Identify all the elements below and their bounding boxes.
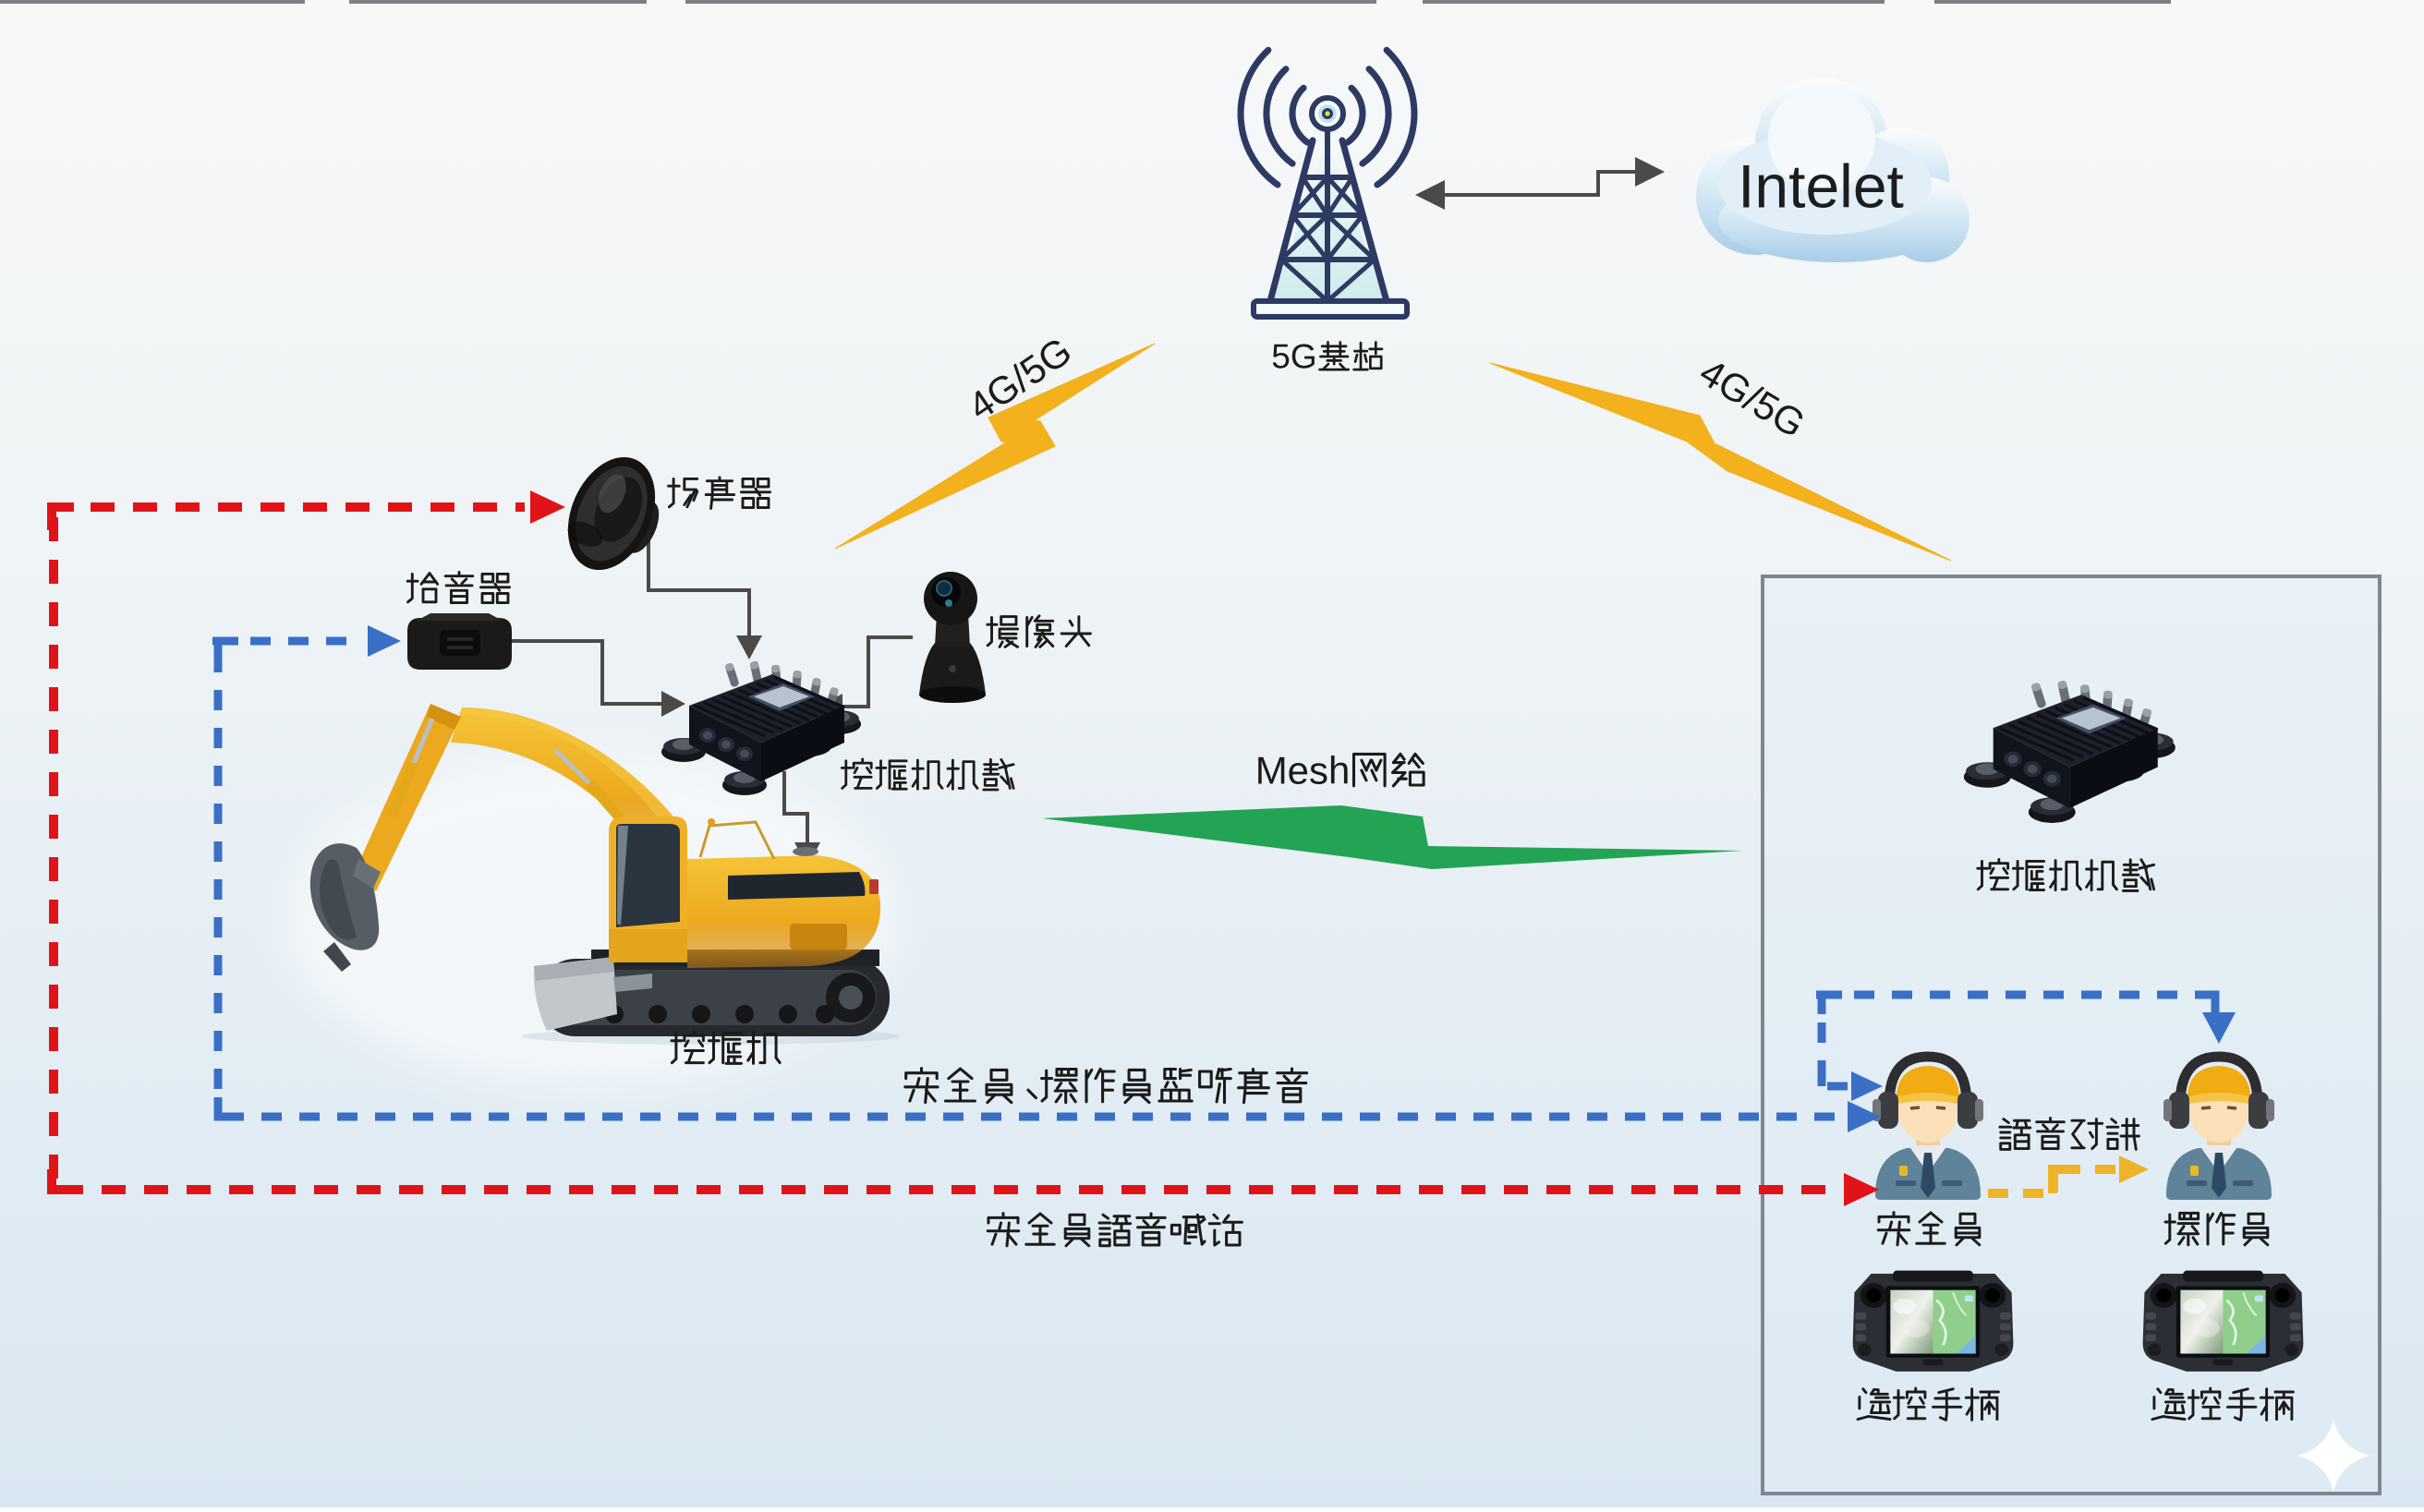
svg-text:Intelet: Intelet [1738,151,1904,220]
svg-text:5G: 5G [1271,338,1316,376]
svg-text:Mesh: Mesh [1255,748,1351,792]
